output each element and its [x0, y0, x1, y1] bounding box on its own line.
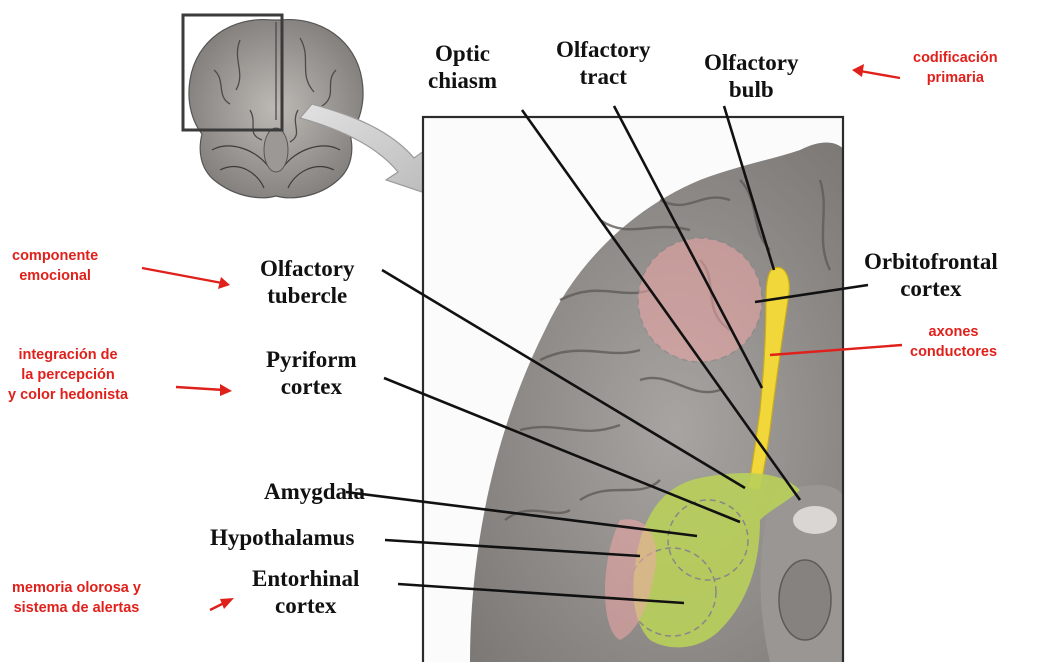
label-hypothalamus: Hypothalamus: [210, 524, 354, 551]
brain-panel: [423, 117, 845, 662]
brain-thumbnail-icon: [183, 15, 363, 198]
label-amygdala: Amygdala: [264, 478, 365, 505]
